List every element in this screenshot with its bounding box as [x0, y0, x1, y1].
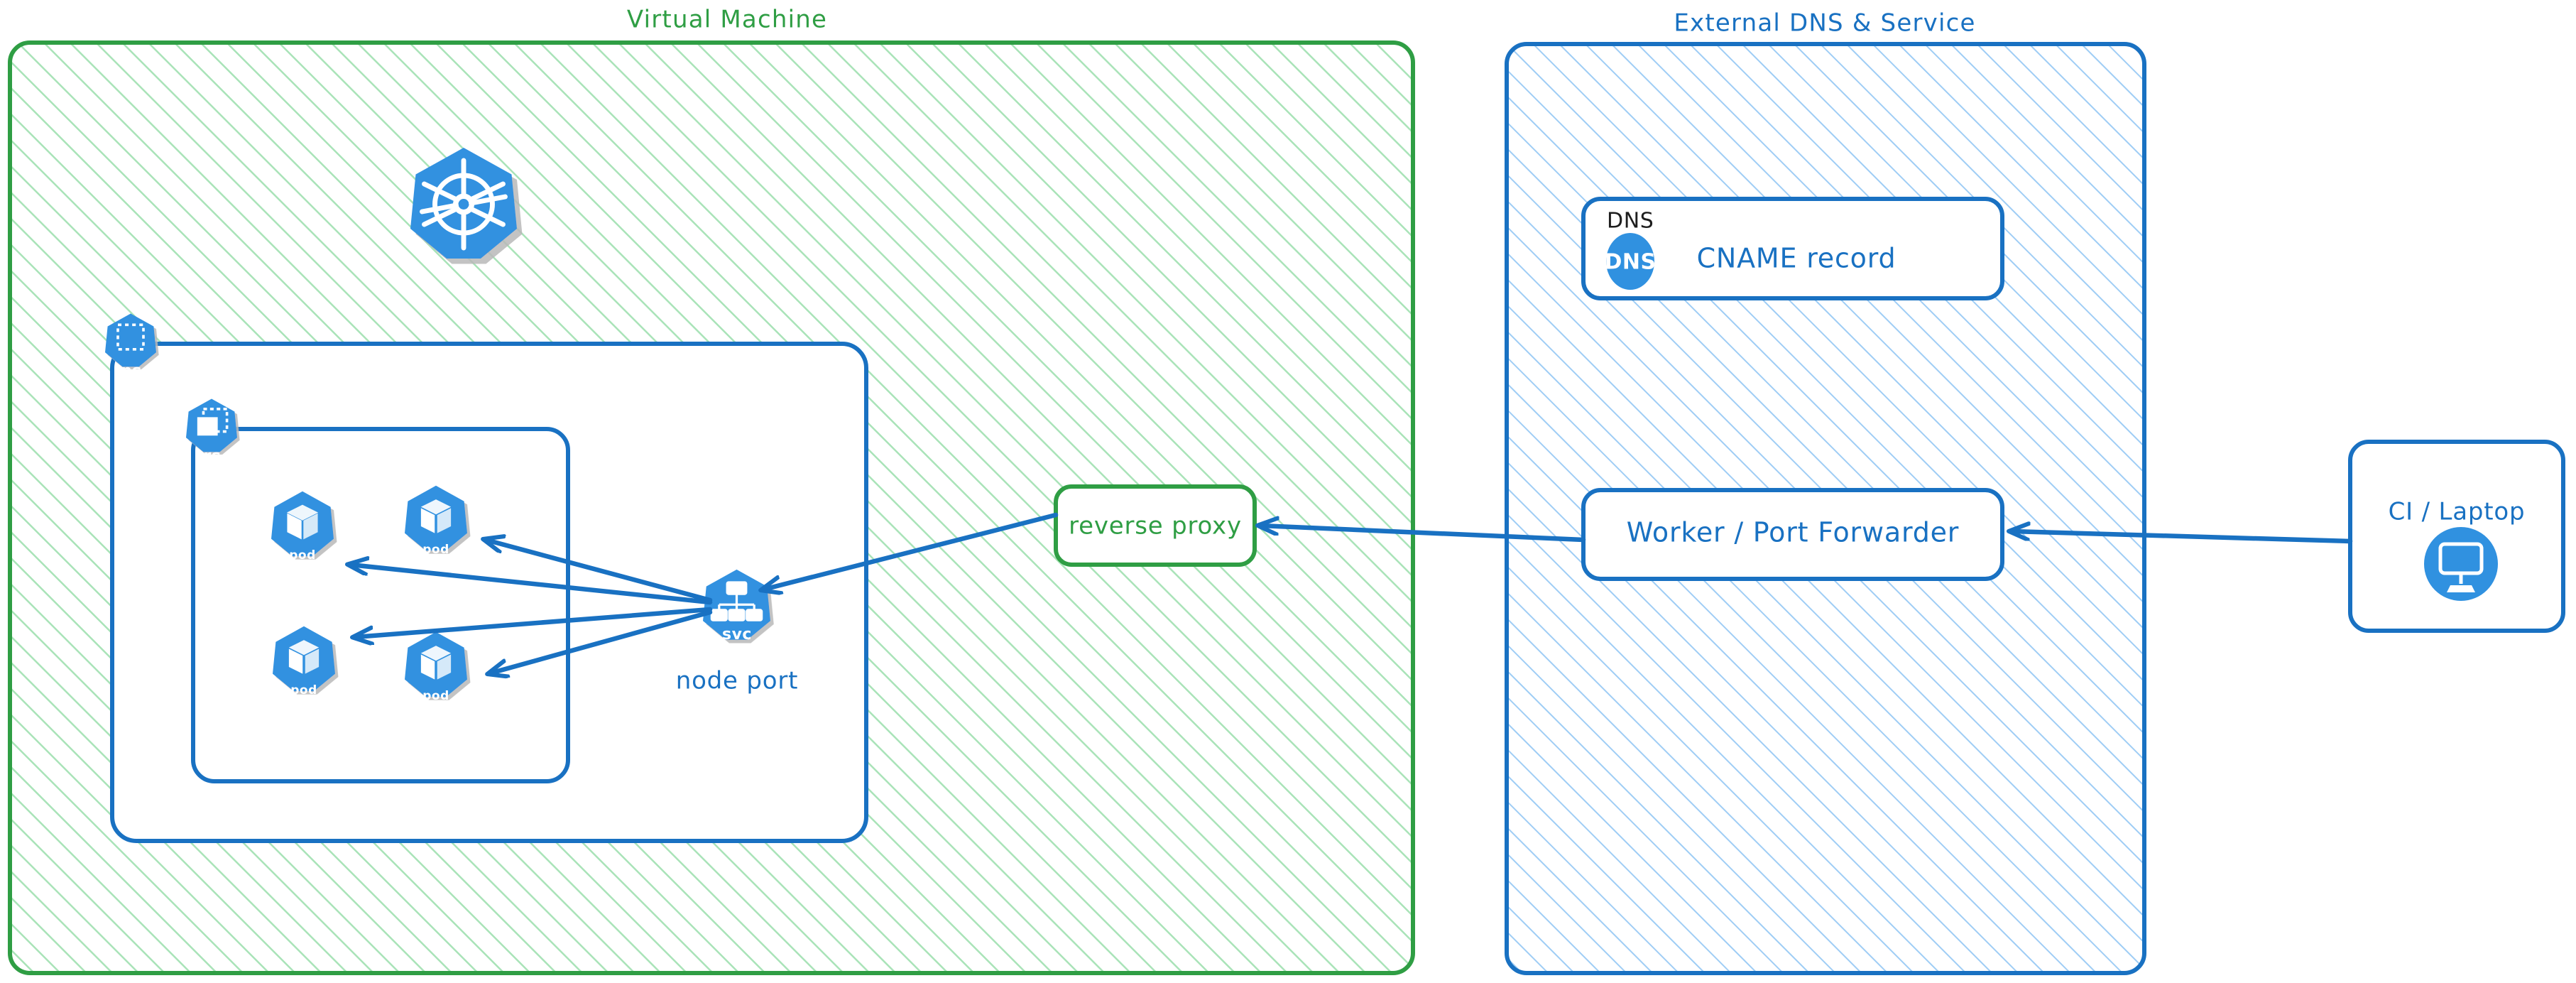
reverse-proxy-box[interactable]: reverse proxy: [1054, 484, 1257, 567]
dns-badge-icon: [1606, 233, 1654, 290]
replicaset-box: [191, 427, 570, 783]
list-item: pod: [271, 491, 334, 563]
kubernetes-svc-icon: [703, 569, 770, 640]
dns-card[interactable]: DNS DNS CNAME record: [1581, 197, 2004, 300]
arrow-client-to-worker: [2012, 531, 2353, 544]
kubernetes-pod-icon: [405, 485, 467, 551]
reverse-proxy-label: reverse proxy: [1069, 512, 1242, 541]
pod-caption: pod: [290, 683, 317, 697]
worker-port-forwarder-box[interactable]: Worker / Port Forwarder: [1581, 488, 2004, 581]
worker-box-label: Worker / Port Forwarder: [1627, 517, 1959, 548]
dns-badge-label: DNS: [1604, 250, 1656, 275]
list-item: pod: [405, 631, 467, 703]
kubernetes-wheel-icon: [410, 148, 517, 259]
worker-box-rect[interactable]: [1581, 488, 2004, 581]
cname-record-label: CNAME record: [1697, 243, 1896, 274]
dns-card-label: DNS: [1607, 209, 1654, 234]
kubernetes-pod-icon: [271, 491, 334, 557]
kubernetes-ns-icon: [105, 313, 156, 367]
arrow-svc-pod-3: [355, 607, 713, 637]
desktop-monitor-icon: [2424, 527, 2498, 601]
dns-card-rect[interactable]: [1581, 197, 2004, 300]
arrow-svc-pod-4: [490, 609, 713, 673]
kubernetes-pod-icon: [273, 626, 335, 692]
kubernetes-pod-icon: [405, 631, 467, 697]
arrow-svc-pod-1: [350, 565, 713, 605]
arrow-svc-pod-2: [486, 540, 713, 603]
reverse-proxy-rect[interactable]: [1054, 484, 1257, 567]
ci-laptop-label: CI / Laptop: [2389, 498, 2526, 526]
list-item: pod: [273, 626, 335, 697]
ns-icon-caption: ns: [121, 362, 142, 380]
arrow-worker-to-proxy: [1260, 526, 1586, 543]
svc-icon-caption: svc: [722, 626, 752, 643]
node-port-service: svc node port: [676, 569, 799, 695]
ci-laptop-box[interactable]: CI / Laptop: [2348, 440, 2565, 633]
rs-icon-caption: rs: [204, 447, 222, 465]
panel-title-external: External DNS & Service: [1674, 9, 1975, 38]
pod-caption: pod: [422, 689, 449, 703]
list-item: pod: [405, 485, 467, 557]
service-to-pod-arrows: [350, 540, 713, 673]
node-port-label: node port: [676, 667, 799, 695]
kubernetes-rs-icon: [186, 398, 237, 452]
arrow-proxy-to-nodeport: [763, 512, 1059, 590]
pod-caption: pod: [422, 543, 449, 557]
panel-title-vm: Virtual Machine: [627, 6, 827, 34]
pod-caption: pod: [289, 548, 316, 563]
